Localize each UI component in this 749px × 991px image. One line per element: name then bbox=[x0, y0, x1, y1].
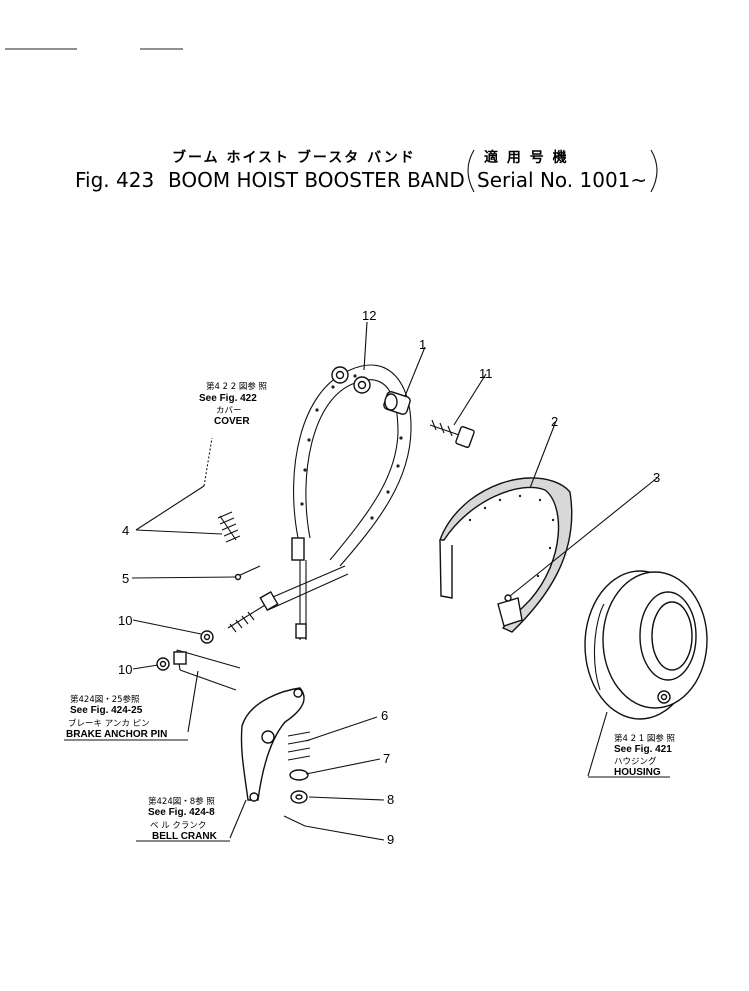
ref-cover: 第4 2 2 図参 照 See Fig. 422 カバー COVER bbox=[199, 381, 268, 427]
threaded-rod-part bbox=[227, 590, 279, 633]
open-paren bbox=[467, 149, 475, 193]
svg-text:第4 2 2 図参 照: 第4 2 2 図参 照 bbox=[206, 381, 268, 392]
svg-text:カバー: カバー bbox=[216, 406, 242, 416]
callout-2: 2 bbox=[551, 414, 558, 429]
ref-brake-anchor-pin: 第424図・25参照 See Fig. 424-25 ブレーキ アンカ ピン B… bbox=[64, 694, 188, 741]
ref-housing: 第4 2 1 図参 照 See Fig. 421 ハウジング HOUSING bbox=[588, 733, 676, 778]
svg-text:第424図・8参 照: 第424図・8参 照 bbox=[148, 796, 215, 807]
booster-band-part bbox=[265, 364, 412, 640]
svg-text:ベ ル クランク: ベ ル クランク bbox=[150, 821, 206, 831]
nut-part-8 bbox=[290, 790, 308, 804]
svg-text:See Fig. 424-8: See Fig. 424-8 bbox=[148, 807, 215, 818]
band-lining-part bbox=[439, 477, 573, 633]
callout-12: 12 bbox=[362, 308, 376, 323]
svg-text:See Fig. 424-25: See Fig. 424-25 bbox=[70, 705, 143, 716]
svg-text:See Fig. 422: See Fig. 422 bbox=[199, 393, 257, 404]
svg-text:BRAKE ANCHOR PIN: BRAKE ANCHOR PIN bbox=[66, 729, 167, 740]
bolt-part-11 bbox=[429, 419, 475, 448]
close-paren bbox=[650, 149, 658, 193]
ref-bell-crank: 第424図・8参 照 See Fig. 424-8 ベ ル クランク BELL … bbox=[136, 796, 230, 842]
nut-part-10b bbox=[156, 657, 170, 671]
callout-8: 8 bbox=[387, 792, 394, 807]
svg-text:第4 2 1 図参 照: 第4 2 1 図参 照 bbox=[614, 733, 676, 744]
svg-text:第424図・25参照: 第424図・25参照 bbox=[70, 694, 140, 705]
callout-9: 9 bbox=[387, 832, 394, 847]
title-japanese: ブーム ホイスト ブースタ バンド bbox=[172, 149, 416, 166]
cotter-pin-part-9 bbox=[283, 815, 306, 827]
svg-text:COVER: COVER bbox=[214, 416, 250, 427]
nut-part-12 bbox=[331, 366, 371, 394]
nut-part-10a bbox=[200, 630, 214, 644]
figure-title: BOOM HOIST BOOSTER BAND bbox=[168, 168, 465, 192]
svg-text:ブレーキ アンカ ピン: ブレーキ アンカ ピン bbox=[68, 718, 150, 729]
spring-part-4 bbox=[217, 511, 241, 543]
leader-lines bbox=[131, 321, 658, 841]
callout-10a: 10 bbox=[118, 613, 132, 628]
washer-part-7 bbox=[289, 769, 309, 781]
serial-japanese: 適 用 号 機 bbox=[484, 149, 569, 166]
callout-11: 11 bbox=[479, 366, 493, 381]
callout-10b: 10 bbox=[118, 662, 132, 677]
spring-part-6 bbox=[287, 731, 311, 761]
brake-anchor-pin-part bbox=[173, 649, 241, 691]
serial-range: Serial No. 1001~ bbox=[477, 168, 647, 192]
svg-text:HOUSING: HOUSING bbox=[614, 767, 661, 778]
callout-7: 7 bbox=[383, 751, 390, 766]
figure-number: Fig. 423 bbox=[75, 168, 154, 192]
svg-text:See Fig. 421: See Fig. 421 bbox=[614, 744, 672, 755]
callout-4: 4 bbox=[122, 523, 129, 538]
callout-1: 1 bbox=[419, 337, 426, 352]
svg-text:BELL CRANK: BELL CRANK bbox=[152, 831, 218, 842]
callout-3: 3 bbox=[653, 470, 660, 485]
callout-5: 5 bbox=[122, 571, 129, 586]
lining-clip-part bbox=[497, 594, 523, 627]
callout-6: 6 bbox=[381, 708, 388, 723]
svg-text:ハウジング: ハウジング bbox=[614, 756, 657, 767]
bell-crank-part bbox=[240, 687, 305, 802]
housing-part bbox=[584, 570, 708, 720]
pin-part-5 bbox=[234, 565, 261, 581]
